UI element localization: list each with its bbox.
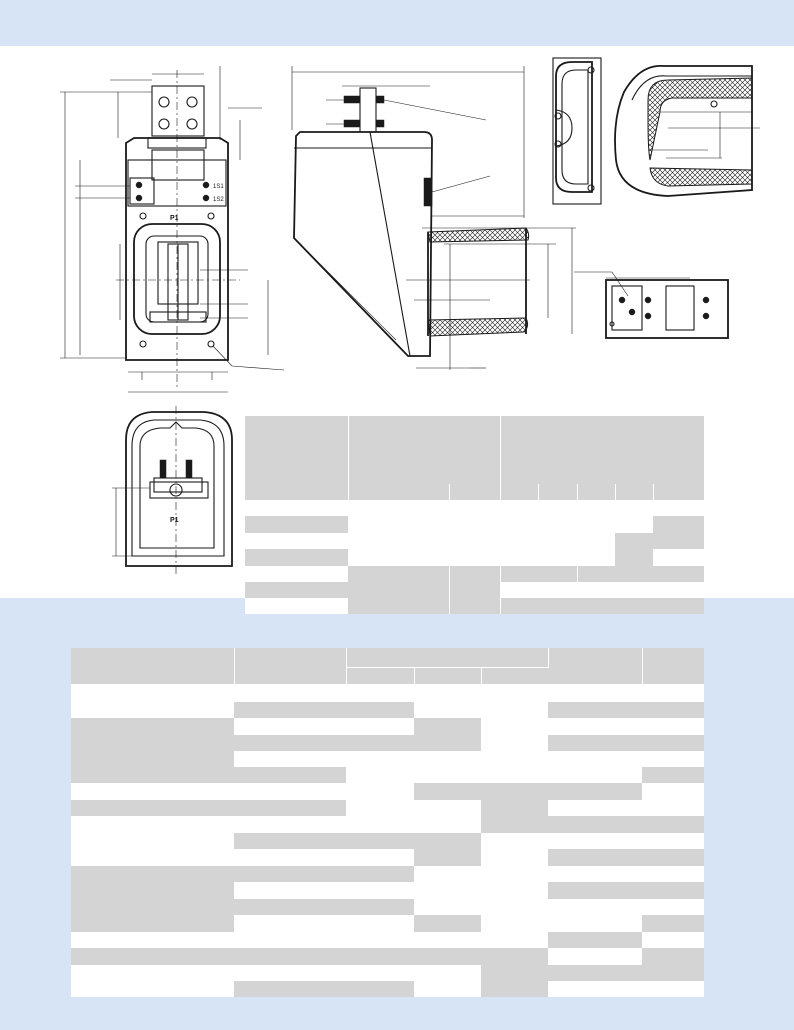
terminal-label-1s1: 1S1: [213, 184, 224, 190]
lower-header-cell-3: [346, 648, 549, 668]
upper-header-cell-1: [245, 416, 349, 500]
section-view-mark: P1: [170, 517, 179, 524]
lower-header-cell-7: [414, 667, 482, 684]
specs-table-lower: [71, 648, 705, 997]
lower-header-cell-5: [642, 648, 705, 684]
lower-header-cell-4: [548, 648, 643, 684]
front-view-mark: P1: [170, 215, 179, 222]
upper-header-cell-2: [348, 416, 501, 484]
terminal-box-drawing: [574, 271, 729, 339]
lower-header-cell-6: [346, 667, 415, 684]
top-band: [0, 0, 794, 46]
upper-header-cell-3: [500, 416, 705, 484]
lower-header-cell-2: [234, 648, 347, 684]
section-view-drawing: P1: [112, 406, 233, 574]
lower-header-cell-1: [71, 648, 235, 684]
specs-table-upper: [245, 416, 705, 614]
terminal-label-1s2: 1S2: [213, 197, 224, 203]
terminal-detail-drawing: [552, 57, 760, 205]
lower-header-cell-8: [481, 667, 549, 684]
front-view-drawing: 1S1 1S2 P1: [60, 66, 285, 393]
side-view-drawing: [291, 66, 576, 370]
